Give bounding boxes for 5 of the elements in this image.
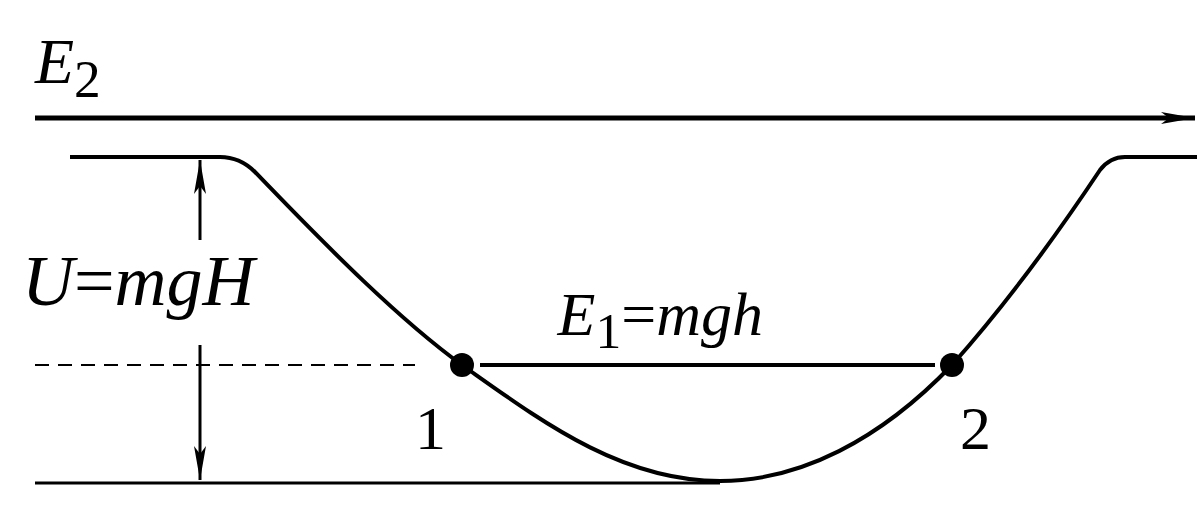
point-label: 2 — [960, 397, 991, 459]
point-label: 1 — [415, 397, 446, 459]
level-line — [480, 363, 935, 367]
edge-label: E$_{1}$=mgh — [557, 283, 763, 358]
energy-label: E$_{2}$ — [35, 30, 101, 107]
